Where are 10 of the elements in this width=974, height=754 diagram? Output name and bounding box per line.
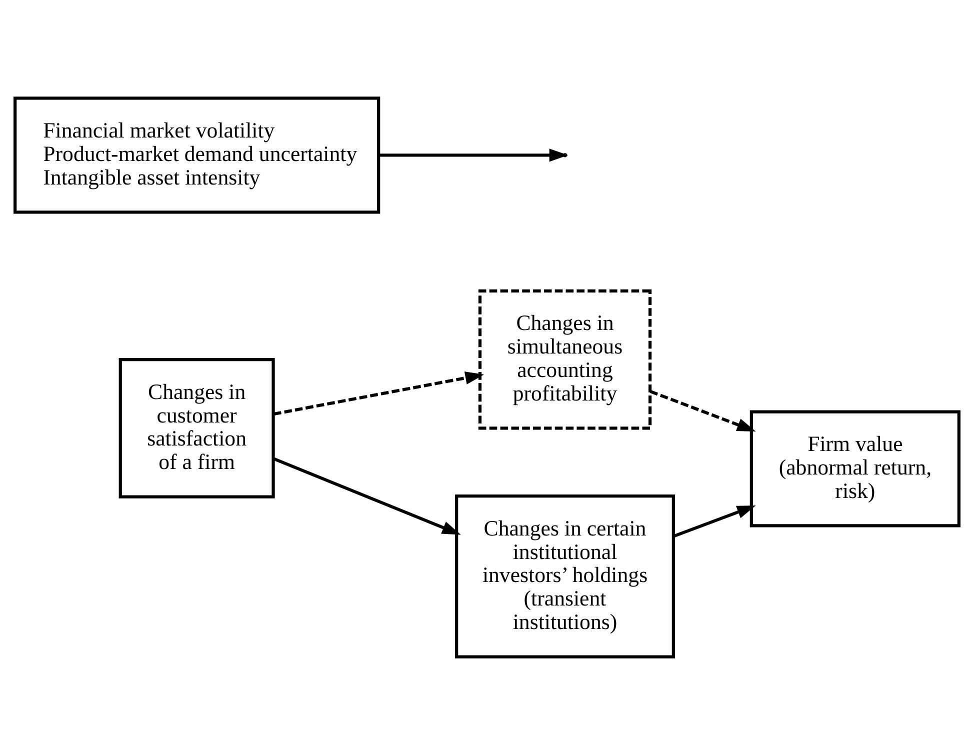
node-box: Changes in certain institutional investors’ holdings (transient institutions) — [455, 494, 675, 658]
node-box: Changes in customer satisfaction of a firm — [118, 358, 275, 498]
arrow — [378, 148, 568, 162]
node-box: Changes in simultaneous accounting profitability — [478, 288, 652, 430]
arrow — [650, 389, 756, 432]
arrow — [273, 371, 484, 416]
arrow — [672, 504, 756, 538]
node-box: Financial market volatility Product-market demand uncertainty Intangible asset intensity — [14, 96, 380, 214]
node-box: Firm value (abnormal return, risk) — [750, 410, 960, 527]
arrow — [273, 456, 461, 534]
